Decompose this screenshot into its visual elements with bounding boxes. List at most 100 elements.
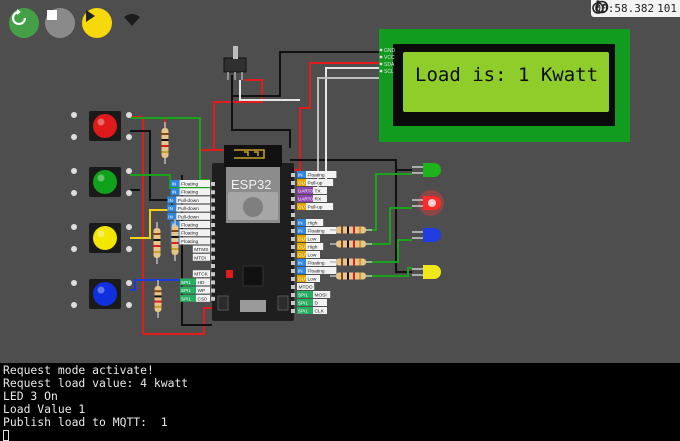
esp32-pin-label: IN Floating xyxy=(297,171,337,179)
pin-name: Pull-up xyxy=(308,205,323,211)
pin-tag: SPI1 xyxy=(298,293,308,298)
pin-name: High xyxy=(308,245,318,251)
led xyxy=(412,265,441,279)
pin-name: Floating xyxy=(181,190,198,196)
esp32-pin-label: IN Floating xyxy=(297,259,337,267)
pin-tag: OUT xyxy=(298,245,308,250)
pin-name: Low xyxy=(308,277,317,283)
resistor xyxy=(154,280,162,318)
lcd-pin-label: SCL xyxy=(384,69,394,75)
pin-name: MTDO xyxy=(299,285,313,291)
console-line: Request mode activate! xyxy=(3,363,154,377)
simulation-status: 00:58.382 101 xyxy=(590,0,680,17)
pin-name: MOSI xyxy=(315,293,327,299)
play-button[interactable] xyxy=(82,8,112,38)
esp32-pin-label: MTDI xyxy=(192,253,210,261)
pin-name: CLK xyxy=(315,309,325,315)
pin-tag: OUT xyxy=(298,277,308,282)
push-button[interactable] xyxy=(71,223,132,253)
pin-name: Pull-down xyxy=(178,198,199,204)
pin-name: D xyxy=(315,301,319,307)
pin-tag: SPI1 xyxy=(181,296,191,301)
resistor xyxy=(330,226,372,234)
pin-name: Pull-down xyxy=(178,214,199,220)
esp32-label: ESP32 xyxy=(231,177,271,192)
pin-tag: IN xyxy=(298,269,303,274)
resistors xyxy=(153,122,372,318)
pin-tag: UART0 xyxy=(298,189,313,194)
pin-tag: IN xyxy=(298,173,303,178)
pin-tag: OUT xyxy=(298,181,308,186)
console-cursor xyxy=(3,430,9,441)
serial-monitor[interactable]: Request mode activate!Request load value… xyxy=(0,363,680,441)
pin-tag: IN xyxy=(298,229,303,234)
console-line: Publish load to MQTT: 1 xyxy=(3,415,168,429)
esp32-pin-label: MTDO xyxy=(297,283,315,291)
esp32-pin-label: MTMS xyxy=(192,245,210,253)
stop-button[interactable] xyxy=(45,8,75,38)
stop-icon xyxy=(47,10,57,20)
pin-tag: SPI1 xyxy=(181,280,191,285)
lcd-pin-label: VCC xyxy=(384,55,395,61)
console-line: LED 3 On xyxy=(3,389,58,403)
pin-tag: IN xyxy=(298,261,303,266)
pin-name: Floating xyxy=(181,239,198,245)
lcd-screen xyxy=(403,52,609,112)
lcd-pin-label: GND xyxy=(384,48,396,54)
esp32-pin-label: SPI1 MOSI xyxy=(297,291,331,299)
pin-tag: OUT xyxy=(298,205,308,210)
pin-name: Floating xyxy=(308,173,325,179)
resistor xyxy=(330,240,372,248)
resistor xyxy=(330,272,372,280)
led xyxy=(412,163,441,177)
esp32-pin-label: SPI1 CS0 xyxy=(180,294,210,302)
sim-speed: 101 xyxy=(657,2,677,15)
restart-icon xyxy=(11,9,27,26)
pin-name: MTDI xyxy=(194,255,206,261)
play-icon xyxy=(86,10,95,22)
resistor xyxy=(330,258,372,266)
slide-switch[interactable] xyxy=(223,46,247,80)
pin-name: WP xyxy=(198,288,206,294)
pin-name: Floating xyxy=(181,223,198,229)
push-button[interactable] xyxy=(71,279,132,309)
lcd-pin-label: SDA xyxy=(384,62,395,68)
pin-name: CS0 xyxy=(198,296,208,302)
pin-name: RX xyxy=(315,197,322,203)
esp32-pin-label: IN Pull-down xyxy=(167,212,210,220)
pin-tag: IN xyxy=(168,214,173,219)
sim-time: 00:58.382 xyxy=(594,2,655,15)
pin-tag: SPI1 xyxy=(298,301,308,306)
push-button[interactable] xyxy=(71,167,132,197)
speed-gauge-icon xyxy=(595,0,608,14)
pin-tag: IN xyxy=(172,182,177,187)
pin-name: Floating xyxy=(308,261,325,267)
esp32-pin-label: MTCK xyxy=(192,270,210,278)
led xyxy=(412,190,444,216)
resistor xyxy=(153,222,161,264)
push-button[interactable] xyxy=(71,111,132,141)
esp32-pin-label: SPI1 WP xyxy=(180,286,210,294)
restart-button[interactable] xyxy=(9,8,39,38)
led xyxy=(412,228,441,242)
pin-tag: SPI1 xyxy=(181,288,191,293)
resistor xyxy=(161,122,169,164)
pin-tag: IN xyxy=(168,206,173,211)
pin-name: MTMS xyxy=(194,247,208,253)
pin-name: Floating xyxy=(308,229,325,235)
pin-name: TX xyxy=(315,189,322,195)
